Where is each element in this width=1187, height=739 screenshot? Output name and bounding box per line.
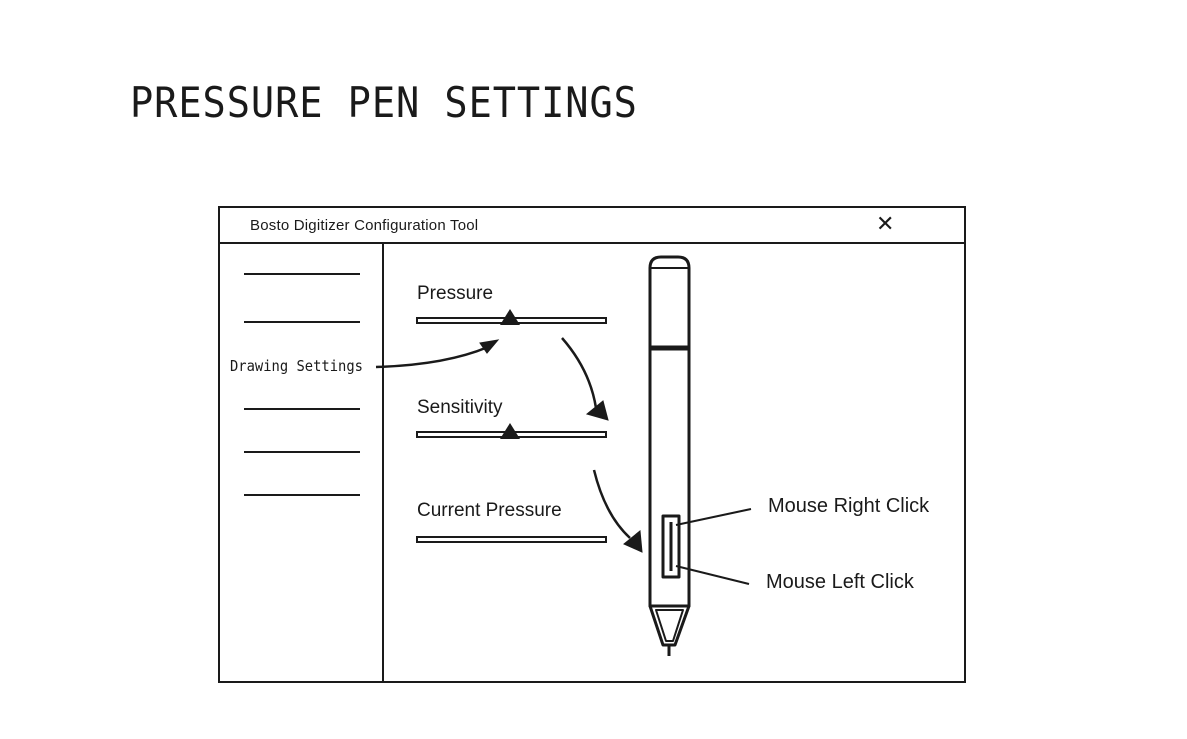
sensitivity-label: Sensitivity xyxy=(417,397,503,418)
sidebar: Drawing Settings xyxy=(220,242,384,681)
mouse-right-click-label: Mouse Right Click xyxy=(768,495,930,517)
mouse-left-click-label: Mouse Left Click xyxy=(766,571,914,593)
sidebar-item-2[interactable] xyxy=(244,321,360,323)
sidebar-item-5[interactable] xyxy=(244,494,360,496)
pressure-label: Pressure xyxy=(417,283,494,304)
sidebar-item-1[interactable] xyxy=(244,273,360,275)
sidebar-item-drawing-settings[interactable]: Drawing Settings xyxy=(230,357,363,375)
page-title: PRESSURE PEN SETTINGS xyxy=(130,78,638,127)
current-pressure-bar xyxy=(416,536,607,543)
pressure-slider-thumb[interactable] xyxy=(499,309,520,325)
window-title: Bosto Digitizer Configuration Tool xyxy=(250,217,479,234)
sidebar-item-4[interactable] xyxy=(244,451,360,453)
current-pressure-label: Current Pressure xyxy=(417,500,562,521)
sidebar-item-3[interactable] xyxy=(244,408,360,410)
sensitivity-slider-thumb[interactable] xyxy=(499,423,520,439)
config-window: Bosto Digitizer Configuration Tool ✕ Dra… xyxy=(218,206,966,683)
window-titlebar: Bosto Digitizer Configuration Tool ✕ xyxy=(220,208,964,244)
close-icon[interactable]: ✕ xyxy=(876,211,895,236)
